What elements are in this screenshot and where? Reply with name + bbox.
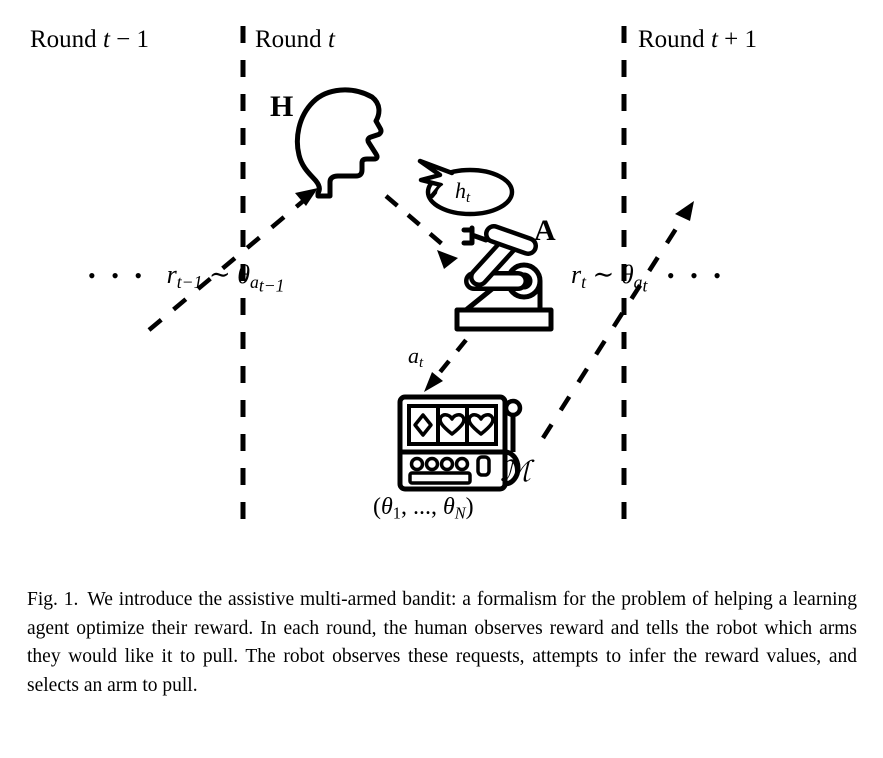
reward-current-relation: ∼ <box>592 260 615 289</box>
theta-vec-close: ) <box>465 494 474 520</box>
ellipsis-right: • • • <box>666 263 726 288</box>
reward-previous-theta: θ <box>237 260 250 289</box>
reward-current-sub: t <box>581 271 587 292</box>
human-advice-sub: t <box>466 190 471 207</box>
robot-to-bandit-arrow <box>424 338 468 392</box>
theta-vec-last-sub: N <box>454 503 466 523</box>
reward-current-theta-subsub: t <box>642 275 648 296</box>
diagram-canvas <box>147 26 694 528</box>
reward-current-theta: θ <box>620 260 634 289</box>
round-label-previous-offset: − 1 <box>109 26 149 53</box>
human-advice-label: ht <box>455 180 470 206</box>
theta-vec-ellipsis: , ..., <box>400 494 443 520</box>
reward-current-theta-sub: a <box>633 271 643 292</box>
reward-previous-var: r <box>166 260 177 289</box>
theta-vec-open: ( <box>373 494 381 520</box>
reward-previous-label: • • • rt−1 ∼ θat−1 <box>88 262 285 295</box>
figure-diagram: Round t − 1 Round t Round t + 1 H A ℳ ht… <box>30 26 757 528</box>
human-advice-var: h <box>455 178 466 203</box>
reward-previous-theta-subsub: t−1 <box>258 275 285 296</box>
reel-symbol-heart-1-icon <box>438 413 466 436</box>
bandit-parameters-label: (θ1, ..., θN) <box>373 495 474 522</box>
robot-agent-symbol: A <box>534 214 556 247</box>
reward-previous-relation: ∼ <box>208 260 231 289</box>
reward-to-human-arrow <box>147 188 318 332</box>
round-label-previous-var: t <box>102 26 110 53</box>
robot-arm-icon <box>454 224 554 332</box>
caption-text: We introduce the assistive multi-armed b… <box>27 589 858 696</box>
reward-current-label: rt ∼ θat • • • <box>571 262 726 295</box>
reel-symbol-diamond-icon <box>413 413 433 437</box>
round-label-current-var: t <box>327 26 335 53</box>
human-agent-symbol: H <box>270 90 294 123</box>
reward-previous-theta-sub: a <box>249 271 259 292</box>
round-label-next: Round t + 1 <box>638 27 757 52</box>
round-label-previous: Round t − 1 <box>30 27 149 52</box>
bandit-symbol: ℳ <box>500 454 532 488</box>
robot-action-sub: t <box>419 355 424 372</box>
round-label-current-text: Round <box>255 26 328 53</box>
theta-vec-last: θ <box>442 494 455 520</box>
ellipsis-left: • • • <box>88 263 148 288</box>
speech-bubble <box>417 158 515 217</box>
human-head-profile-icon <box>294 87 384 199</box>
round-label-next-text: Round <box>638 26 711 53</box>
robot-action-var: a <box>408 343 419 368</box>
theta-vec-first-sub: 1 <box>392 503 401 523</box>
robot-action-label: at <box>408 345 423 371</box>
reward-previous-sub: t−1 <box>176 271 203 292</box>
round-label-current: Round t <box>255 27 335 52</box>
reel-symbol-heart-2-icon <box>467 413 495 436</box>
figure-number: Fig. 1. <box>27 589 79 610</box>
human-to-robot-arrow <box>384 194 458 269</box>
figure-caption: Fig. 1.We introduce the assistive multi-… <box>27 586 857 701</box>
bandit-to-next-reward-arrow <box>541 201 694 440</box>
round-label-previous-text: Round <box>30 26 103 53</box>
theta-vec-first: θ <box>381 494 393 520</box>
round-label-next-offset: + 1 <box>717 26 757 53</box>
reward-current-var: r <box>571 260 582 289</box>
round-label-next-var: t <box>710 26 718 53</box>
